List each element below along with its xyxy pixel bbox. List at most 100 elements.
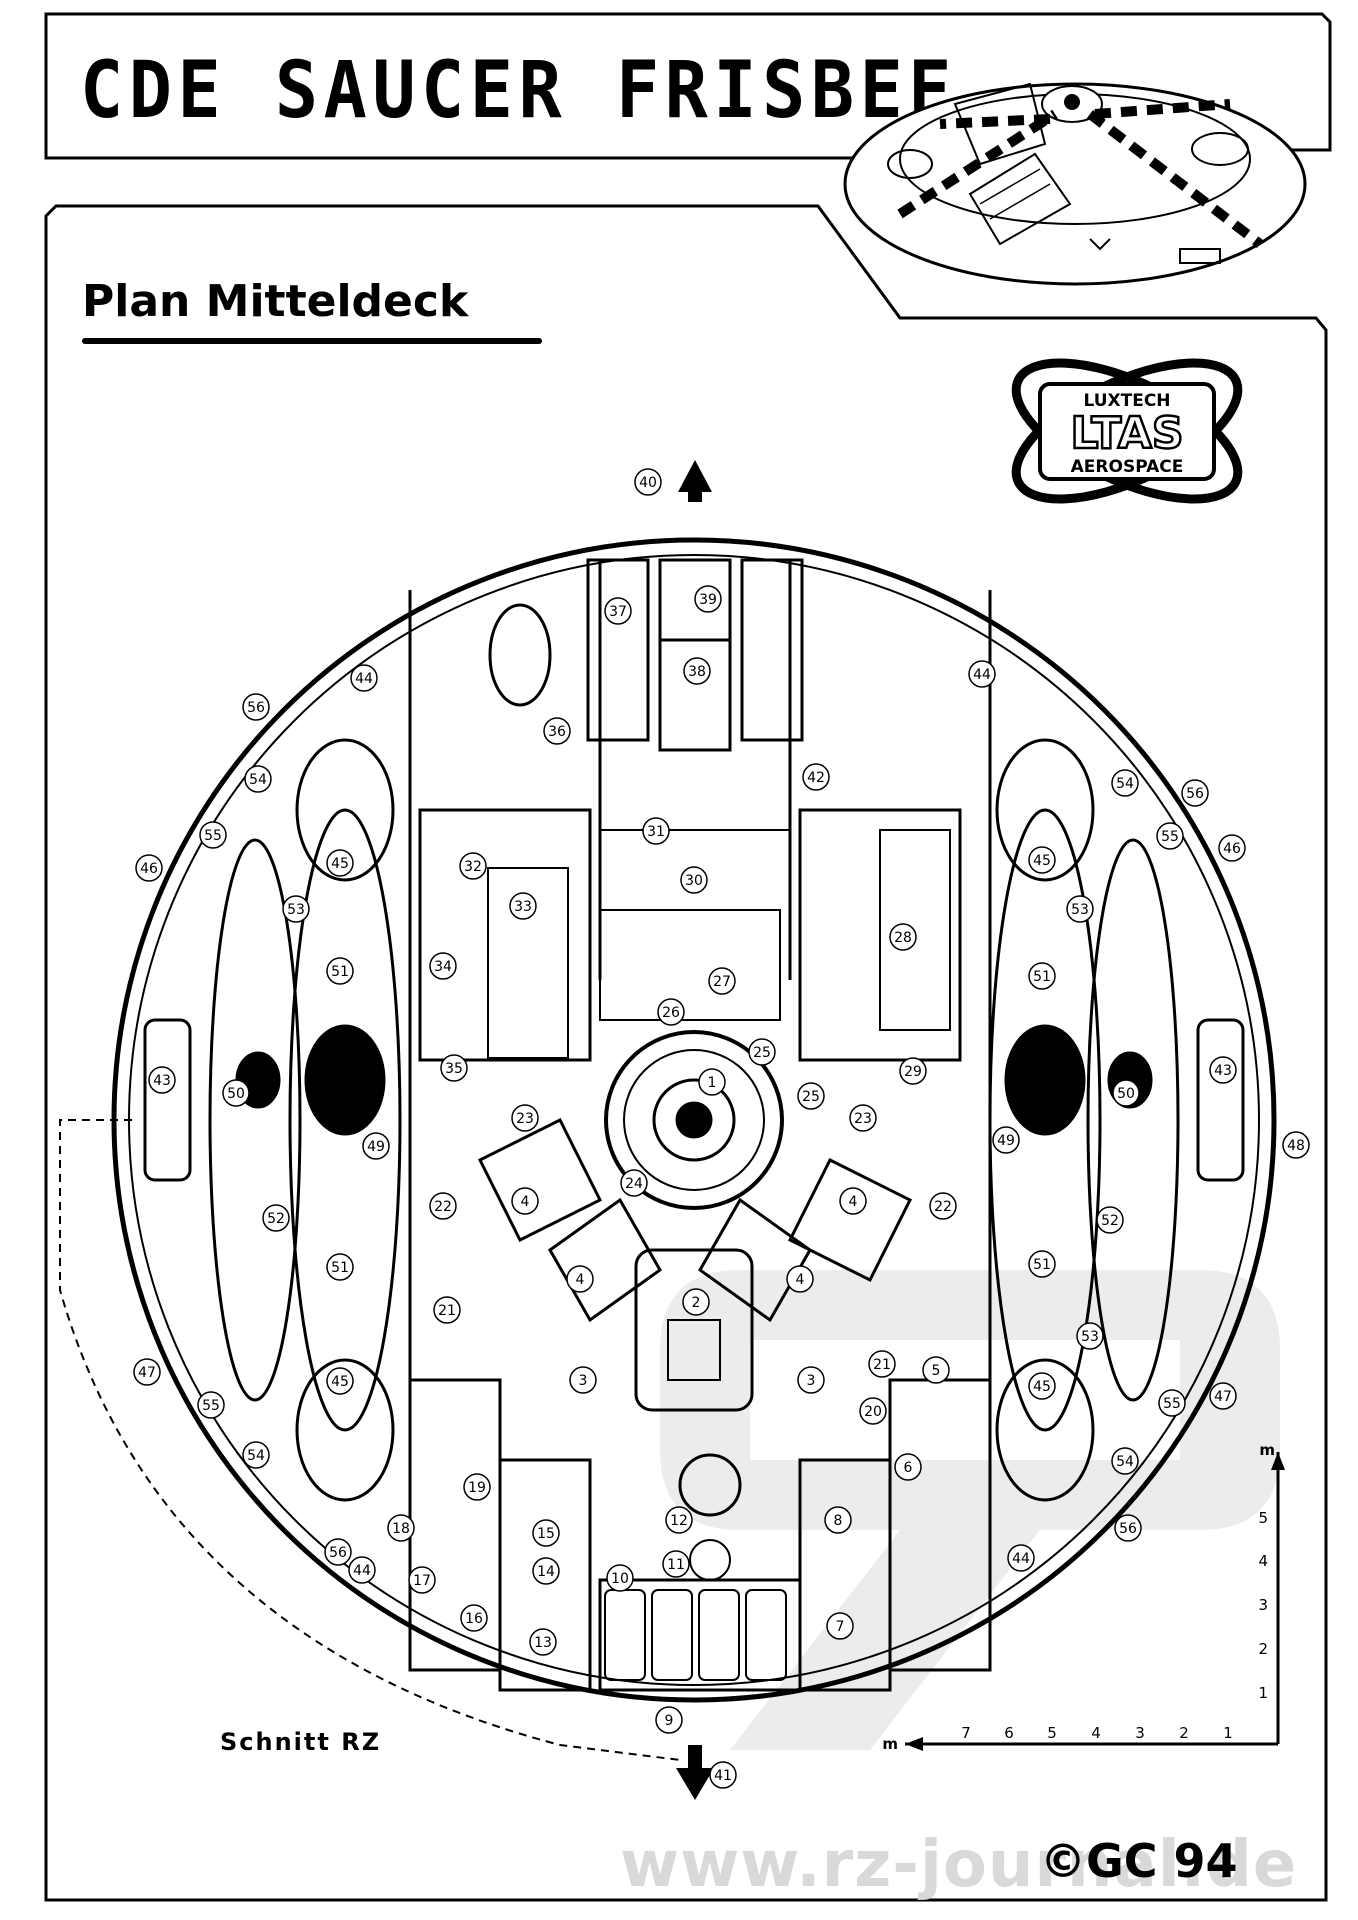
callout-circle [326,957,354,985]
callout-number: 46 [1223,841,1241,857]
callout-circle [683,657,711,685]
callout-53: 53 [1076,1322,1104,1350]
callout-circle [569,1366,597,1394]
callout-circle [463,1473,491,1501]
callout-circle [802,763,830,791]
callout-number: 56 [1119,1521,1137,1537]
callout-23: 23 [849,1104,877,1132]
callout-circle [197,1391,225,1419]
callout-16: 16 [460,1604,488,1632]
callout-44: 44 [350,664,378,692]
callout-circle [543,717,571,745]
callout-56: 56 [324,1538,352,1566]
callout-3: 3 [797,1366,825,1394]
callout-circle [889,923,917,951]
callout-circle [429,1192,457,1220]
callout-number: 51 [1033,969,1051,985]
callout-number: 55 [204,828,222,844]
callout-circle [222,1079,250,1107]
callout-circle [894,1453,922,1481]
callout-32: 32 [459,852,487,880]
callout-number: 24 [625,1176,643,1192]
callout-number: 3 [807,1373,816,1389]
callout-46: 46 [135,854,163,882]
callout-number: 43 [153,1073,171,1089]
callout-circle [262,1204,290,1232]
callout-number: 38 [688,664,706,680]
callout-40: 40 [634,468,662,496]
callout-number: 19 [468,1480,486,1496]
callout-number: 9 [665,1713,674,1729]
callout-number: 3 [579,1373,588,1389]
callout-number: 27 [713,974,731,990]
callout-number: 15 [537,1526,555,1542]
callout-44: 44 [968,660,996,688]
callout-circle [532,1519,560,1547]
callout-circle [1028,962,1056,990]
callout-circle [511,1104,539,1132]
callout-circle [532,1557,560,1585]
callout-number: 53 [1081,1329,1099,1345]
callout-13: 13 [529,1628,557,1656]
main-frame [44,204,1328,1902]
callout-55: 55 [197,1391,225,1419]
callout-number: 54 [247,1448,265,1464]
callout-circle [797,1082,825,1110]
callout-circle [1028,1372,1056,1400]
callout-circle [680,866,708,894]
callout-circle [440,1054,468,1082]
callout-circle [511,1187,539,1215]
callout-circle [242,1441,270,1469]
saucer-illustration [843,82,1307,286]
watermark: www.rz-journal.de [620,1828,1298,1902]
callout-3: 3 [569,1366,597,1394]
callout-55: 55 [1158,1389,1186,1417]
callout-number: 45 [331,856,349,872]
scale-unit-x: m [882,1735,898,1753]
callout-number: 45 [1033,1379,1051,1395]
scale-x-tick: 6 [1004,1724,1014,1742]
callout-number: 44 [973,667,991,683]
logo-main-text: LTAS [1070,408,1183,459]
callout-circle [326,1253,354,1281]
callout-circle [698,1068,726,1096]
callout-number: 51 [1033,1257,1051,1273]
callout-45: 45 [1028,846,1056,874]
callout-4: 4 [839,1187,867,1215]
callout-number: 46 [140,861,158,877]
callout-22: 22 [429,1192,457,1220]
callout-circle [797,1366,825,1394]
callout-48: 48 [1282,1131,1310,1159]
callout-circle [408,1566,436,1594]
callout-43: 43 [148,1066,176,1094]
callout-circle [968,660,996,688]
scale-x-tick: 5 [1047,1724,1057,1742]
callout-circle [1282,1131,1310,1159]
luxtech-logo: LUXTECH LTAS AEROSPACE [1011,358,1243,504]
callout-number: 53 [1071,902,1089,918]
callout-circle [433,1296,461,1324]
callout-54: 54 [1111,1447,1139,1475]
page-title: CDE SAUCER FRISBEE [80,46,958,136]
callout-46: 46 [1218,834,1246,862]
scale-x-tick: 1 [1223,1724,1233,1742]
callout-circle [1111,769,1139,797]
callout-2: 2 [682,1288,710,1316]
callout-circle [326,1367,354,1395]
callout-number: 4 [521,1194,530,1210]
callout-number: 39 [699,592,717,608]
callout-circle [709,1761,737,1789]
callout-51: 51 [1028,962,1056,990]
callout-51: 51 [1028,1250,1056,1278]
callout-number: 21 [873,1357,891,1373]
callout-22: 22 [929,1192,957,1220]
callout-circle [786,1265,814,1293]
callout-circle [387,1514,415,1542]
callout-number: 7 [836,1619,845,1635]
callout-4: 4 [786,1265,814,1293]
callout-circle [1181,779,1209,807]
callout-50: 50 [1112,1079,1140,1107]
scale-x-tick: 2 [1179,1724,1189,1742]
callout-1: 1 [698,1068,726,1096]
callout-29: 29 [899,1057,927,1085]
